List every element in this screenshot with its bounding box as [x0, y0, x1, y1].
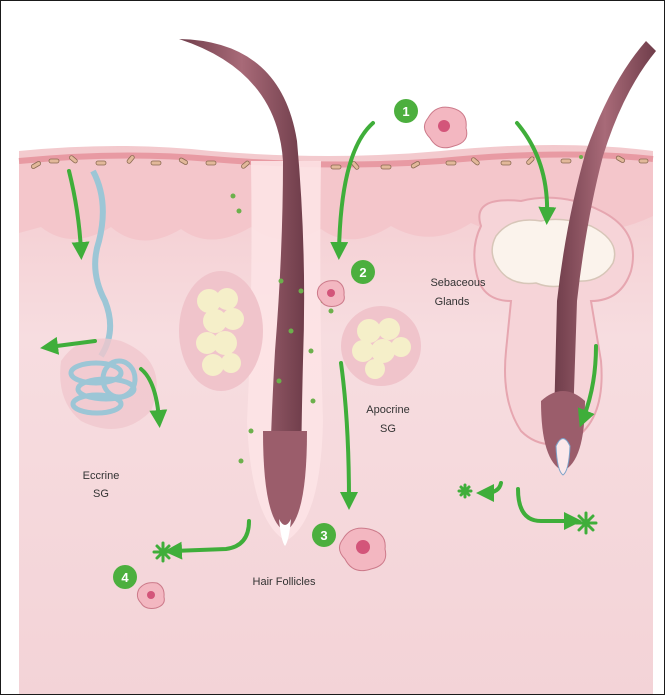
label-eccrine-sg: SG [93, 488, 109, 500]
bacteria-icon [331, 165, 341, 169]
burst-icon [576, 513, 596, 533]
microbe-cell-icon [137, 583, 164, 609]
label-eccrine: Eccrine [83, 470, 120, 482]
fat-cluster-left [179, 271, 263, 391]
sebaceous-lobules [492, 219, 615, 286]
bacteria-icon [501, 161, 511, 165]
burst-icon [154, 543, 172, 561]
bacteria-icon [561, 159, 571, 163]
label-apocrine: Apocrine [366, 404, 409, 416]
step-badge-1: 1 [394, 99, 418, 123]
bacteria-icon [151, 161, 161, 165]
burst-icon [459, 485, 471, 497]
step-badge-4: 4 [113, 565, 137, 589]
bacteria-icon [446, 161, 456, 165]
bacteria-icon [639, 159, 648, 163]
bacteria-icon [381, 165, 391, 169]
label-sebaceous: Sebaceous [430, 277, 486, 289]
svg-text:2: 2 [359, 265, 366, 280]
svg-text:1: 1 [402, 104, 409, 119]
step-badge-2: 2 [351, 260, 375, 284]
fat-cluster-apocrine [341, 306, 421, 386]
svg-text:4: 4 [121, 570, 129, 585]
step-badge-3: 3 [312, 523, 336, 547]
svg-text:3: 3 [320, 528, 327, 543]
microbe-cell-icon [317, 281, 344, 307]
bacteria-icon [49, 159, 59, 163]
bacteria-icon [96, 161, 106, 165]
bacteria-icon [206, 161, 216, 165]
label-hair-follicles: Hair Follicles [253, 576, 316, 588]
label-glands: Glands [435, 296, 470, 308]
label-apocrine-sg: SG [380, 423, 396, 435]
